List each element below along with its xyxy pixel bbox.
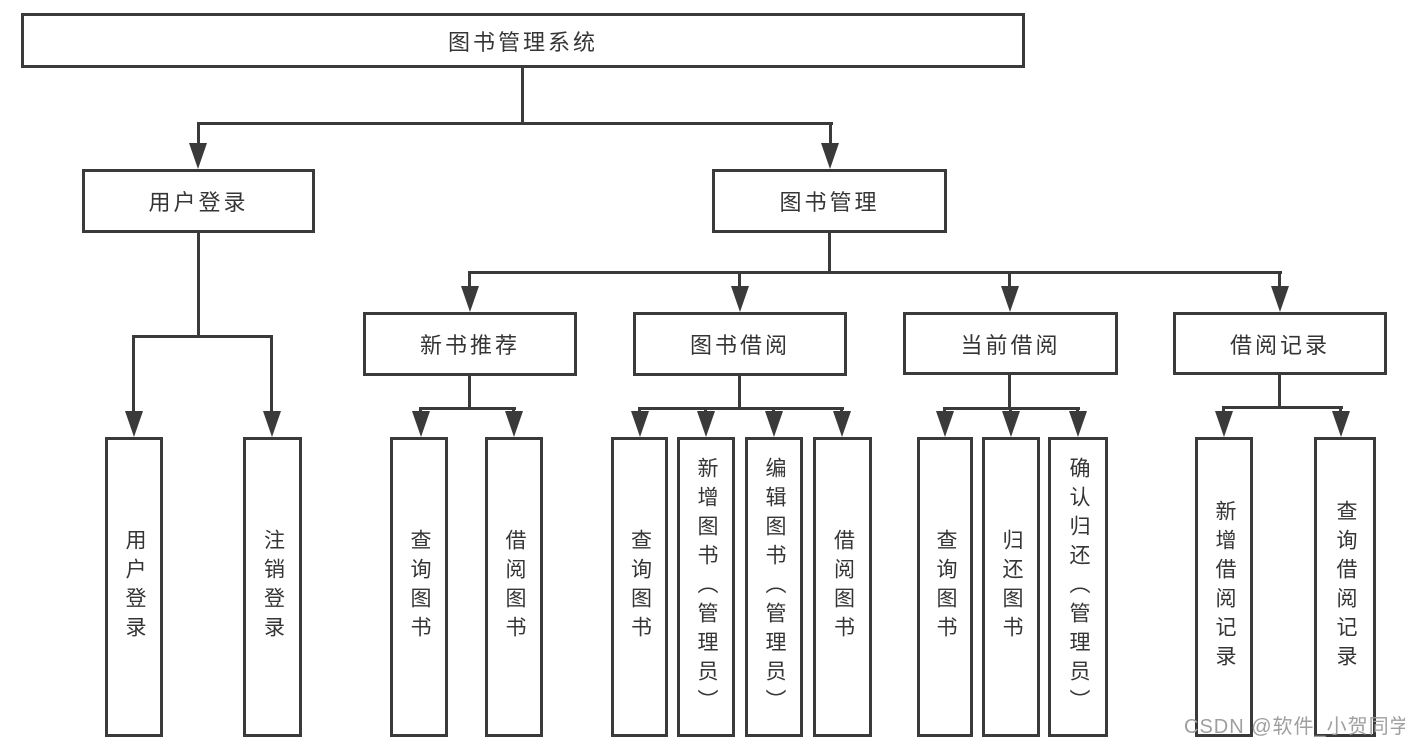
watermark: CSDN @软件_小贺同学	[1184, 716, 1405, 738]
connector-line	[704, 407, 707, 413]
arrowhead-down-icon	[189, 143, 207, 169]
node-root-label: 图书管理系统	[447, 29, 598, 55]
leaf-add-borrow-record: 新增借阅记录	[1195, 437, 1253, 737]
node-book-management-label: 图书管理	[779, 190, 880, 215]
node-root-system: 图书管理系统	[21, 13, 1025, 68]
arrowhead-down-icon	[412, 411, 430, 437]
leaf-borrow-books-borrowing-label: 借阅图书	[831, 529, 855, 645]
arrowhead-down-icon	[1001, 286, 1019, 312]
arrowhead-down-icon	[833, 411, 851, 437]
arrowhead-down-icon	[461, 286, 479, 312]
connector-line	[132, 335, 273, 338]
connector-line	[521, 68, 524, 122]
arrowhead-down-icon	[1332, 411, 1350, 437]
connector-line	[270, 335, 273, 413]
connector-line	[738, 376, 741, 407]
leaf-borrow-books-recommend-label: 借阅图书	[503, 529, 527, 645]
node-user-login-label: 用户登录	[148, 190, 249, 215]
connector-line	[1008, 271, 1011, 287]
connector-line	[132, 335, 135, 413]
leaf-confirm-return-admin: 确认归还（管理员）	[1048, 437, 1108, 737]
leaf-query-books-current-label: 查询图书	[934, 529, 958, 645]
connector-line	[197, 122, 200, 145]
arrowhead-down-icon	[936, 411, 954, 437]
node-borrowing-records-label: 借阅记录	[1229, 332, 1330, 358]
arrowhead-down-icon	[821, 143, 839, 169]
connector-line	[943, 407, 946, 413]
leaf-return-book: 归还图书	[982, 437, 1040, 737]
leaf-logout-label: 注销登录	[261, 529, 285, 645]
connector-line	[1008, 375, 1011, 407]
connector-line	[197, 122, 833, 125]
connector-line	[638, 407, 641, 413]
connector-line	[1076, 407, 1079, 413]
node-book-borrowing: 图书借阅	[633, 312, 847, 376]
node-new-book-recommend-label: 新书推荐	[419, 333, 520, 358]
leaf-user-login: 用户登录	[105, 437, 163, 737]
leaf-borrow-books-recommend: 借阅图书	[485, 437, 543, 737]
leaf-query-books-borrowing: 查询图书	[611, 437, 668, 737]
connector-line	[468, 376, 471, 407]
connector-line	[1222, 406, 1225, 413]
leaf-borrow-books-borrowing: 借阅图书	[813, 437, 872, 737]
connector-line	[772, 407, 775, 413]
leaf-return-book-label: 归还图书	[1000, 529, 1024, 645]
connector-line	[840, 407, 843, 413]
arrowhead-down-icon	[1271, 286, 1289, 312]
arrowhead-down-icon	[125, 411, 143, 437]
leaf-add-book-admin-label: 新增图书（管理员）	[695, 456, 719, 718]
arrowhead-down-icon	[1069, 411, 1087, 437]
connector-line	[828, 233, 831, 273]
connector-line	[512, 407, 515, 413]
leaf-logout: 注销登录	[243, 437, 302, 737]
arrowhead-down-icon	[697, 411, 715, 437]
connector-line	[468, 271, 471, 287]
node-book-management: 图书管理	[712, 169, 947, 233]
leaf-confirm-return-admin-label: 确认归还（管理员）	[1067, 456, 1091, 718]
arrowhead-down-icon	[631, 411, 649, 437]
connector-line	[419, 407, 422, 413]
leaf-query-borrow-record: 查询借阅记录	[1314, 437, 1376, 737]
leaf-user-login-label: 用户登录	[123, 529, 147, 645]
leaf-query-books-recommend: 查询图书	[390, 437, 448, 737]
connector-line	[638, 407, 844, 410]
arrowhead-down-icon	[1215, 411, 1233, 437]
leaf-add-borrow-record-label: 新增借阅记录	[1213, 500, 1237, 674]
arrowhead-down-icon	[263, 411, 281, 437]
leaf-query-books-borrowing-label: 查询图书	[628, 529, 652, 645]
node-borrowing-records: 借阅记录	[1173, 312, 1387, 375]
arrowhead-down-icon	[731, 286, 749, 312]
connector-line	[419, 407, 516, 410]
connector-line	[1009, 407, 1012, 413]
leaf-query-books-recommend-label: 查询图书	[408, 529, 432, 645]
connector-line	[1222, 406, 1343, 409]
leaf-edit-book-admin: 编辑图书（管理员）	[745, 437, 803, 737]
node-book-borrowing-label: 图书借阅	[689, 333, 790, 358]
node-new-book-recommend: 新书推荐	[363, 312, 577, 376]
arrowhead-down-icon	[505, 411, 523, 437]
connector-line	[197, 233, 200, 335]
node-user-login: 用户登录	[82, 169, 315, 233]
connector-line	[468, 271, 1282, 274]
arrowhead-down-icon	[765, 411, 783, 437]
leaf-query-books-current: 查询图书	[917, 437, 973, 737]
node-current-borrowing-label: 当前借阅	[960, 332, 1061, 358]
leaf-edit-book-admin-label: 编辑图书（管理员）	[763, 456, 787, 718]
connector-line	[1278, 375, 1281, 408]
leaf-add-book-admin: 新增图书（管理员）	[677, 437, 735, 737]
connector-line	[829, 122, 832, 145]
connector-line	[1278, 271, 1281, 287]
leaf-query-borrow-record-label: 查询借阅记录	[1334, 500, 1358, 674]
connector-line	[1339, 406, 1342, 413]
arrowhead-down-icon	[1002, 411, 1020, 437]
node-current-borrowing: 当前借阅	[903, 312, 1118, 375]
connector-line	[738, 271, 741, 287]
